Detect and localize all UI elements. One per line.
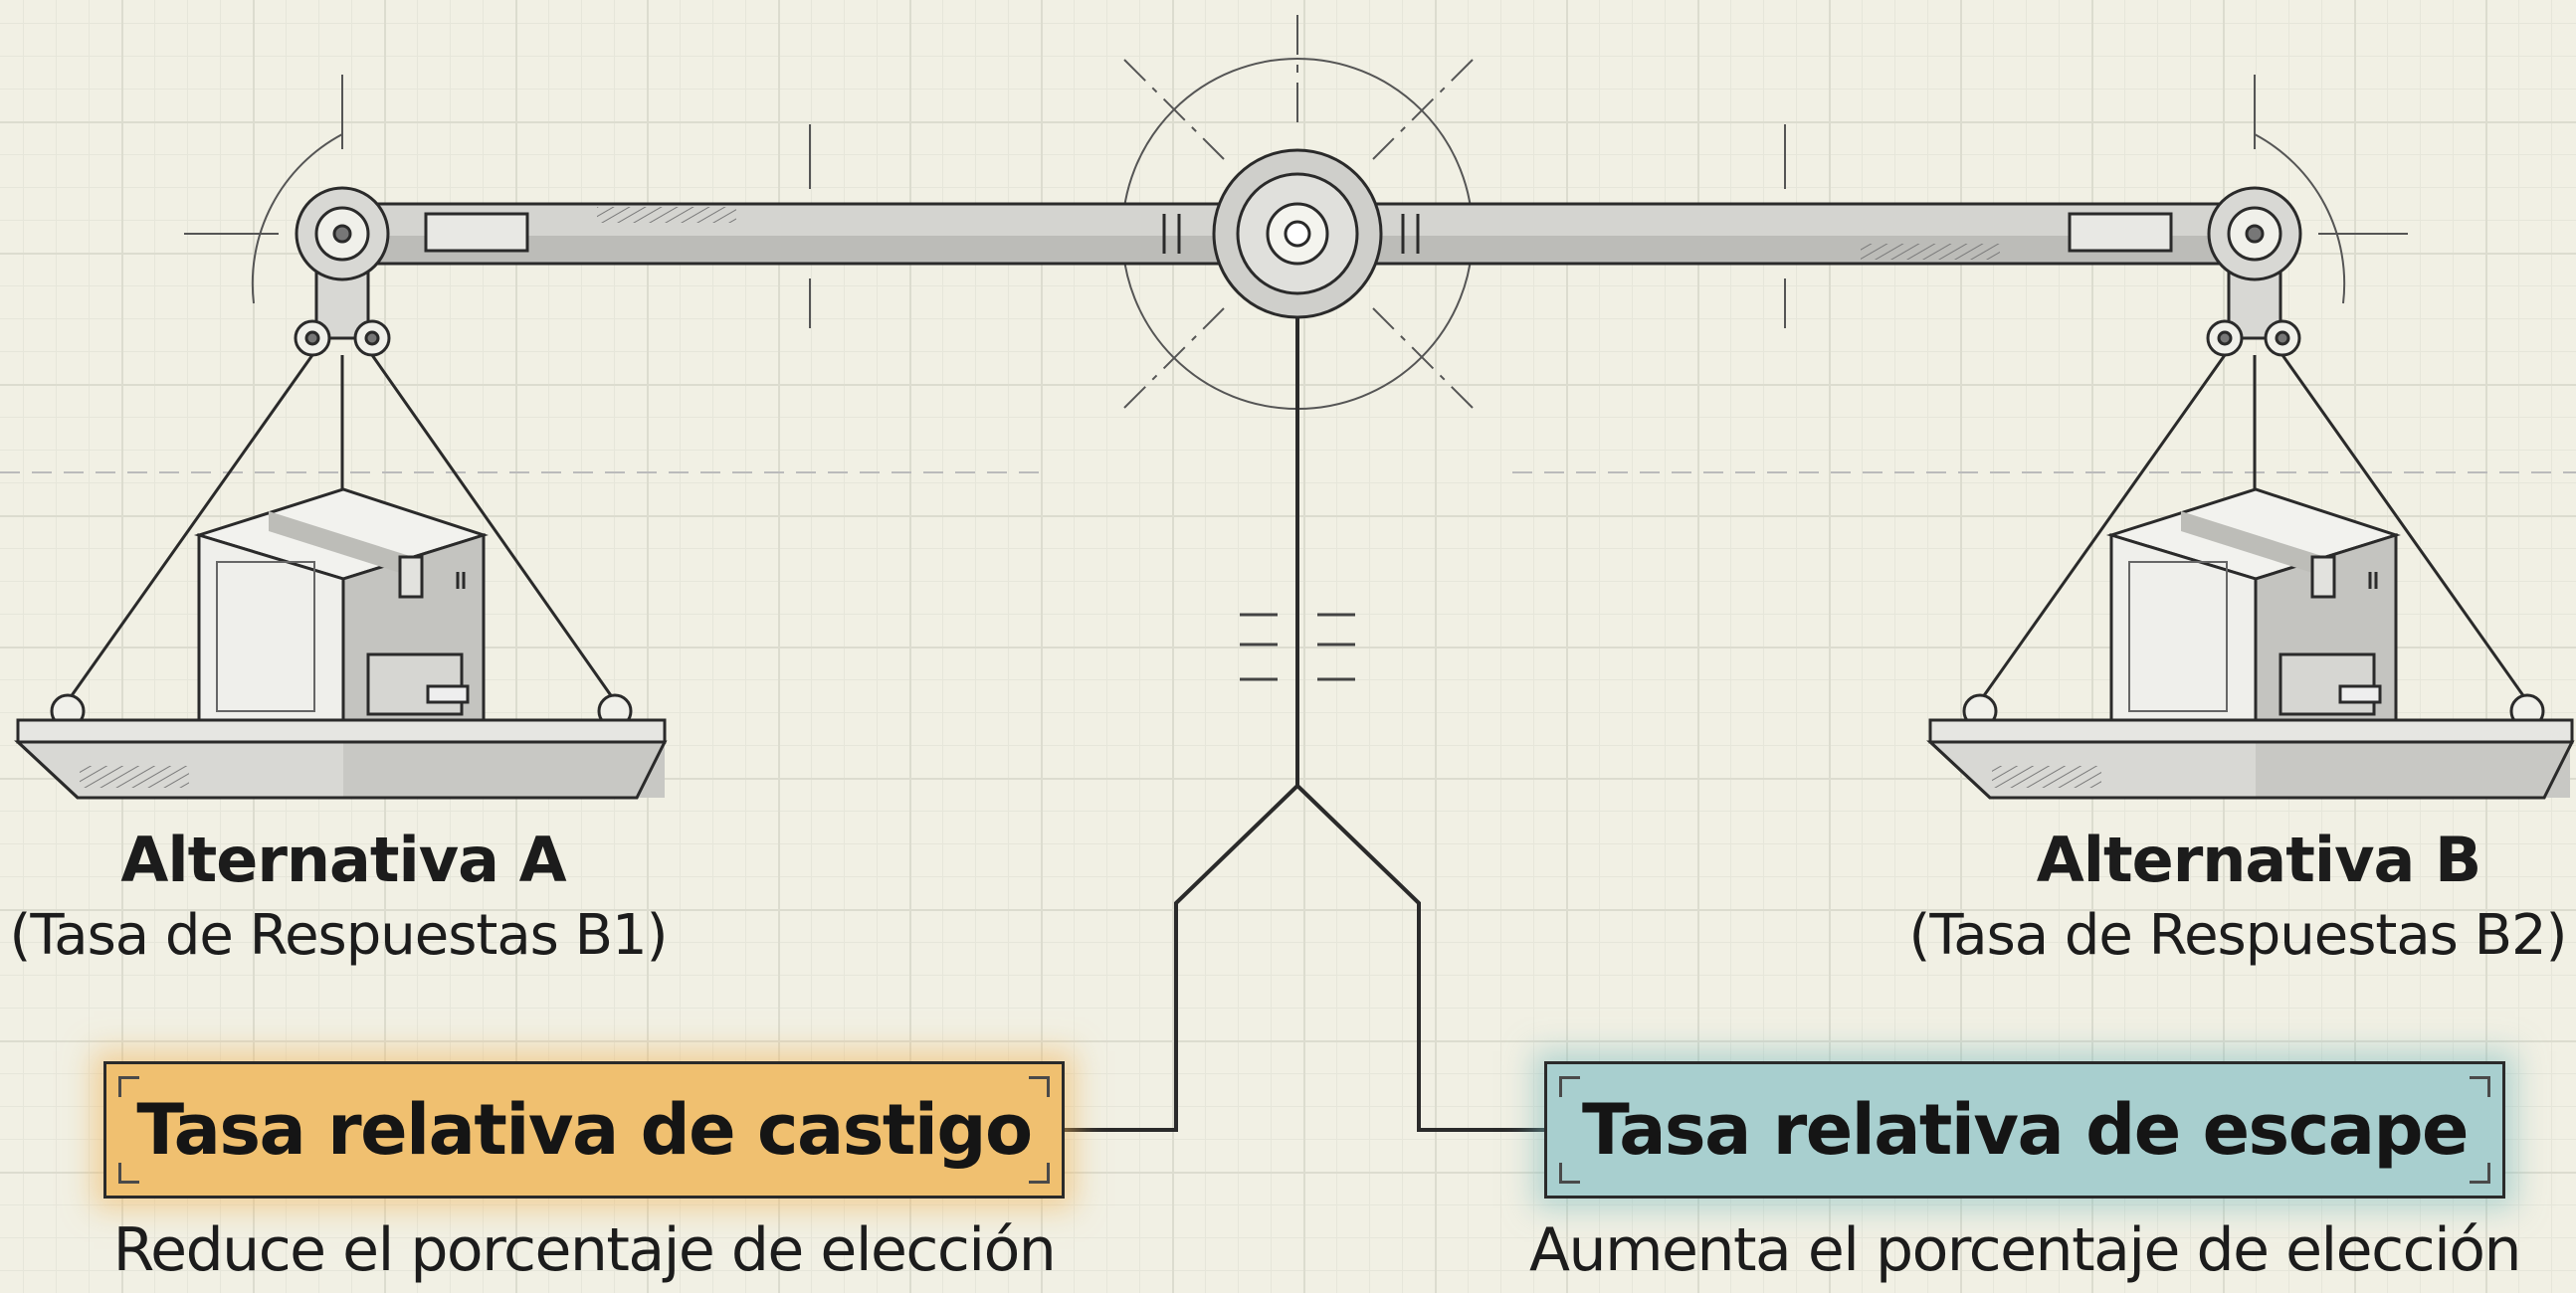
- right-pan-strings: [1978, 354, 2529, 702]
- corner-mark: [1559, 1076, 1580, 1097]
- punishment-rate-description: Reduce el porcentaje de elección: [112, 1215, 1057, 1285]
- alternative-a-title: Alternativa A: [120, 824, 566, 896]
- corner-mark: [2470, 1163, 2490, 1184]
- central-pivot: [1212, 148, 1383, 319]
- left-pan-tray: [14, 693, 668, 800]
- left-cargo-box: [193, 487, 489, 725]
- right-beam-joint: [2206, 186, 2302, 357]
- alternative-b-subtitle: (Tasa de Respuestas B2): [1908, 903, 2567, 968]
- right-pan-tray: [1926, 693, 2575, 800]
- left-pan-strings: [66, 354, 617, 702]
- escape-rate-description: Aumenta el porcentaje de elección: [1529, 1215, 2521, 1285]
- escape-rate-label: Tasa relativa de escape: [1581, 1089, 2470, 1171]
- left-beam-joint: [294, 186, 391, 357]
- escape-rate-box: Tasa relativa de escape: [1544, 1061, 2505, 1199]
- corner-mark: [118, 1076, 139, 1097]
- corner-mark: [1559, 1163, 1580, 1184]
- corner-mark: [2470, 1076, 2490, 1097]
- stand-connector-lines: [1065, 317, 1544, 1132]
- alternative-a-subtitle: (Tasa de Respuestas B1): [9, 903, 668, 968]
- right-cargo-box: [2105, 487, 2401, 725]
- punishment-rate-box: Tasa relativa de castigo: [103, 1061, 1065, 1199]
- corner-mark: [1029, 1163, 1050, 1184]
- alternative-b-title: Alternativa B: [2036, 824, 2481, 896]
- stand-marker-ticks: [1240, 613, 1355, 681]
- punishment-rate-label: Tasa relativa de castigo: [136, 1089, 1033, 1171]
- corner-mark: [118, 1163, 139, 1184]
- corner-mark: [1029, 1076, 1050, 1097]
